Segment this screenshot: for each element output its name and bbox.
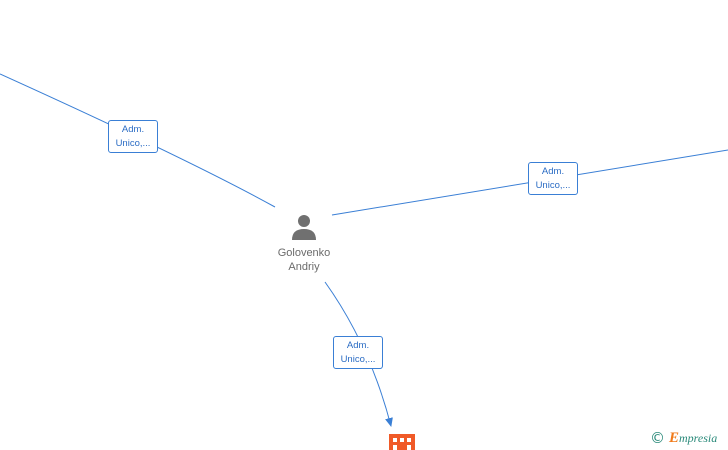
edge-label-role: Adm.: [541, 166, 565, 177]
brand-name: Empresia: [669, 430, 717, 447]
brand-watermark: © Empresia: [650, 428, 717, 448]
edge-top-left[interactable]: [0, 73, 276, 208]
person-name-line2: Andriy: [288, 261, 320, 273]
edge-label-company[interactable]: Adm. Unico,...: [333, 336, 383, 369]
edge-label-right[interactable]: Adm. Unico,...: [528, 162, 578, 195]
edge-label-detail: Unico,...: [340, 354, 376, 365]
edge-label-detail: Unico,...: [115, 138, 151, 149]
person-node[interactable]: Golovenko Andriy: [262, 212, 346, 274]
company-building-icon[interactable]: [389, 434, 415, 450]
person-name: Golovenko Andriy: [262, 246, 346, 274]
person-icon: [292, 215, 316, 240]
brand-rest: mpresia: [679, 430, 718, 445]
edge-label-top-left[interactable]: Adm. Unico,...: [108, 120, 158, 153]
brand-first-letter: E: [669, 429, 680, 446]
edge-label-role: Adm.: [121, 124, 145, 135]
copyright-icon: ©: [650, 429, 665, 447]
edge-label-detail: Unico,...: [535, 180, 571, 191]
edge-label-role: Adm.: [346, 340, 370, 351]
person-name-line1: Golovenko: [277, 247, 331, 259]
